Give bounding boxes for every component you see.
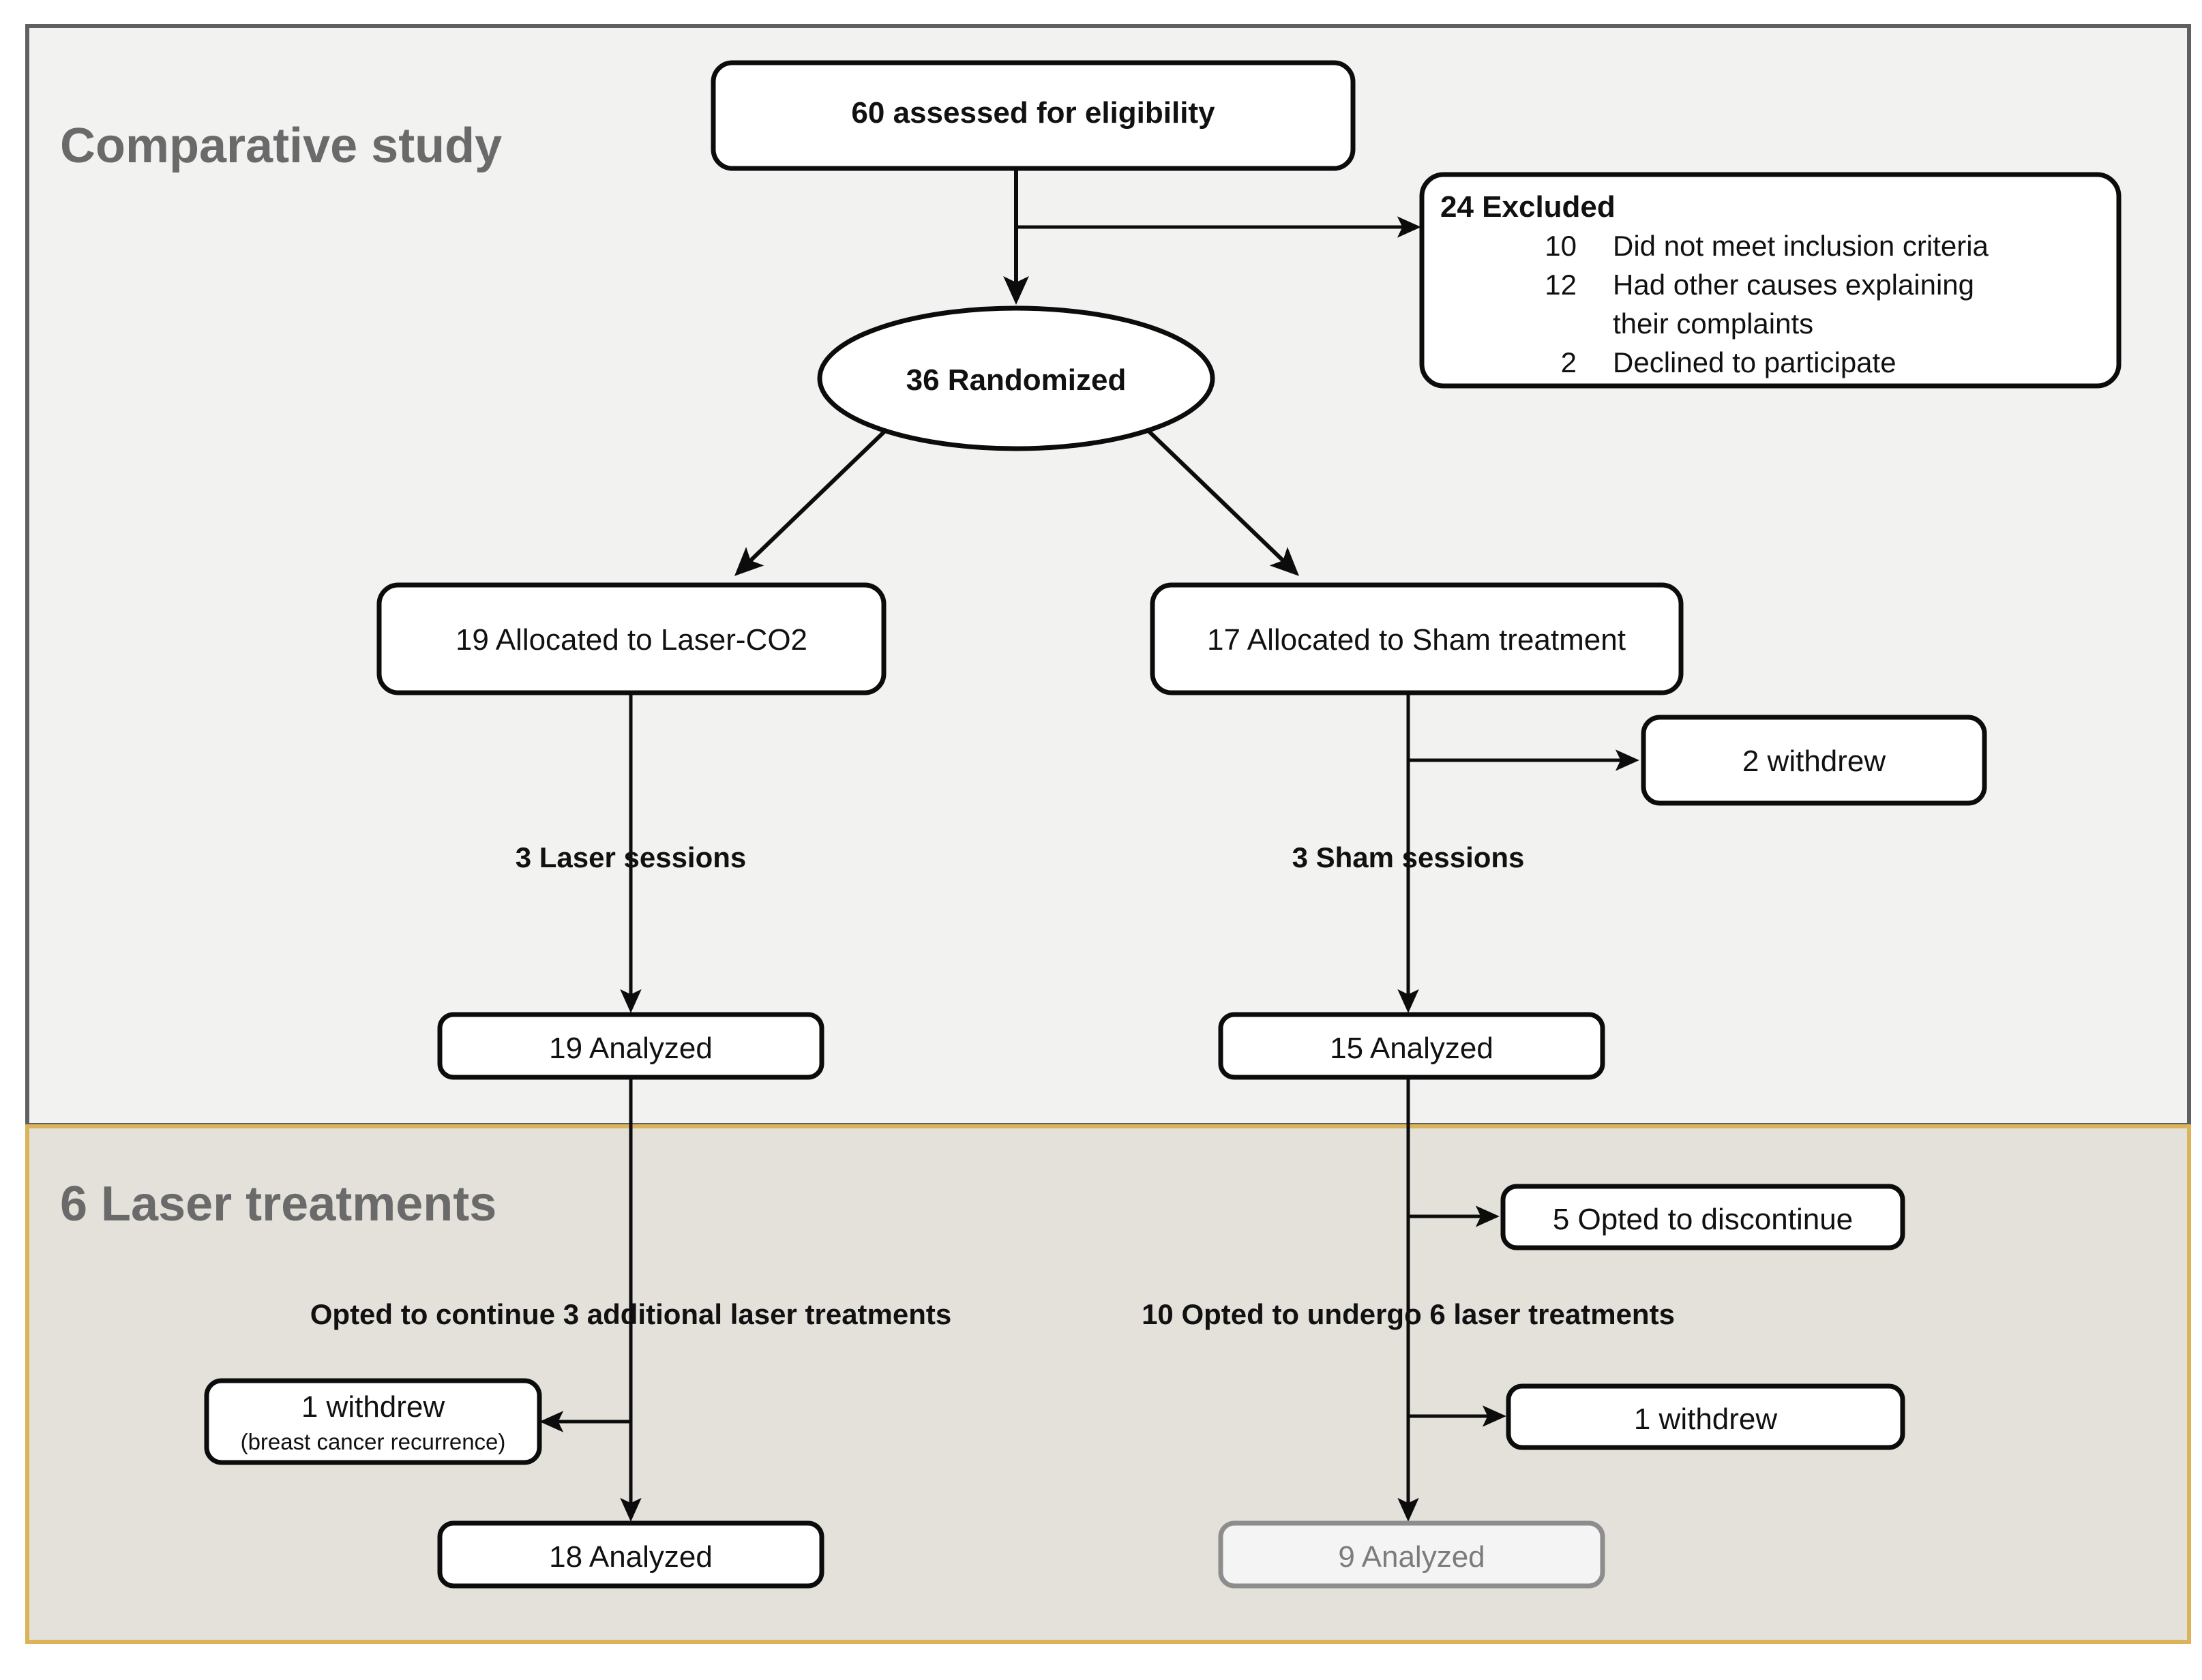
excluded-count-3: 2 <box>1561 346 1577 378</box>
excluded-count-1: 12 <box>1545 269 1577 301</box>
node-label-analyzed-right-2: 9 Analyzed <box>1338 1540 1485 1574</box>
node-label-withdrew-sham: 2 withdrew <box>1742 745 1886 778</box>
panel-title-six-laser-treatments: 6 Laser treatments <box>60 1177 496 1231</box>
node-opted-discontinue[interactable]: 5 Opted to discontinue <box>1500 1184 1905 1250</box>
node-label-randomized: 36 Randomized <box>906 363 1127 397</box>
node-label-assessed: 60 assessed for eligibility <box>851 96 1215 130</box>
node-withdrew-left-2[interactable]: 1 withdrew (breast cancer recurrence) <box>204 1378 542 1465</box>
excluded-text-1: Had other causes explaining <box>1613 269 1974 301</box>
edge-label-continue-right: 10 Opted to undergo 6 laser treatments <box>1142 1298 1675 1330</box>
excluded-count-0: 10 <box>1545 230 1577 262</box>
link-randomized-to-allocated-left <box>734 427 889 576</box>
node-assessed-for-eligibility[interactable]: 60 assessed for eligibility <box>711 60 1356 171</box>
node-label-opted-discontinue: 5 Opted to discontinue <box>1553 1203 1853 1236</box>
node-allocated-laser[interactable]: 19 Allocated to Laser-CO2 <box>376 582 887 695</box>
excluded-text-2: their complaints <box>1613 308 1813 340</box>
node-withdrew-right-2[interactable]: 1 withdrew <box>1506 1383 1905 1450</box>
edge-label-laser-sessions: 3 Laser sessions <box>516 841 747 873</box>
node-sublabel-withdrew-left-2: (breast cancer recurrence) <box>241 1429 506 1454</box>
node-label-analyzed-right-1: 15 Analyzed <box>1330 1032 1493 1065</box>
excluded-text-3: Declined to participate <box>1613 346 1896 378</box>
node-allocated-sham[interactable]: 17 Allocated to Sham treatment <box>1150 582 1684 695</box>
panel-title-comparative-study: Comparative study <box>60 119 502 173</box>
node-label-withdrew-left-2: 1 withdrew <box>301 1390 445 1424</box>
excluded-text-0: Did not meet inclusion criteria <box>1613 230 1989 262</box>
excluded-heading: 24 Excluded <box>1440 190 1616 224</box>
node-analyzed-right-2[interactable]: 9 Analyzed <box>1218 1520 1605 1589</box>
node-randomized[interactable]: 36 Randomized <box>817 305 1215 451</box>
node-withdrew-sham[interactable]: 2 withdrew <box>1641 715 1987 806</box>
edge-label-continue-left: Opted to continue 3 additional laser tre… <box>310 1298 952 1330</box>
node-label-analyzed-left-1: 19 Analyzed <box>549 1032 713 1065</box>
node-label-analyzed-left-2: 18 Analyzed <box>549 1540 713 1574</box>
node-excluded[interactable]: 24 Excluded 10 Did not meet inclusion cr… <box>1419 172 2122 389</box>
node-label-allocated-right: 17 Allocated to Sham treatment <box>1207 623 1626 657</box>
node-analyzed-left-2[interactable]: 18 Analyzed <box>437 1520 824 1589</box>
edge-label-sham-sessions: 3 Sham sessions <box>1292 841 1525 873</box>
node-analyzed-left-1[interactable]: 19 Analyzed <box>437 1012 824 1080</box>
node-label-allocated-left: 19 Allocated to Laser-CO2 <box>456 623 807 657</box>
link-randomized-to-allocated-right <box>1145 427 1300 576</box>
node-label-withdrew-right-2: 1 withdrew <box>1634 1402 1778 1436</box>
node-analyzed-right-1[interactable]: 15 Analyzed <box>1218 1012 1605 1080</box>
